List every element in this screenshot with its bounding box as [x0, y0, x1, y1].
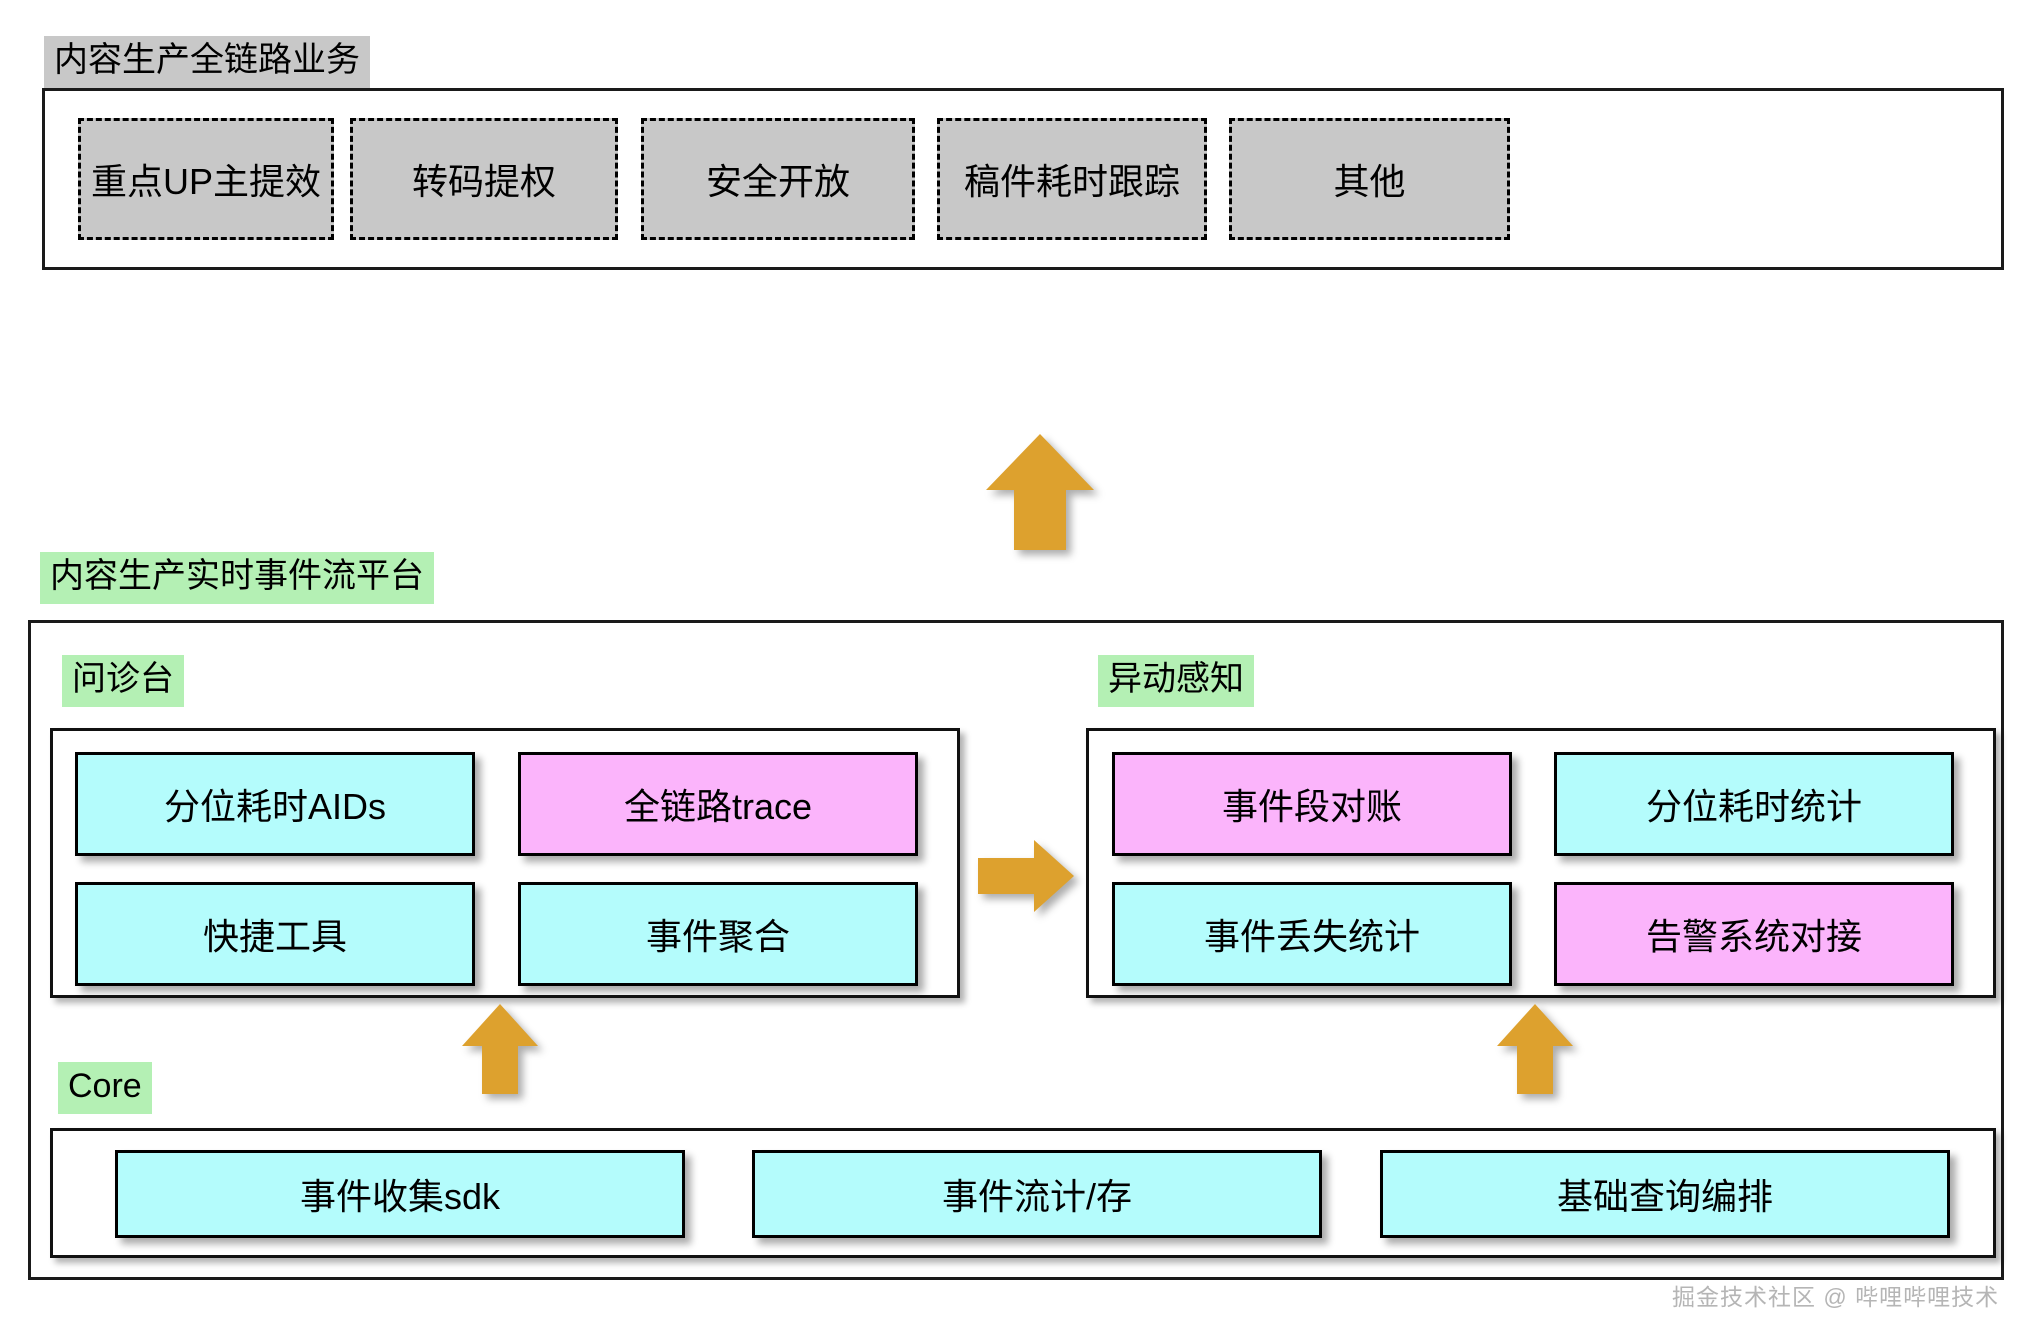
- business-item-manuscript-latency-tracking[interactable]: 稿件耗时跟踪: [937, 118, 1207, 240]
- business-item-security-open[interactable]: 安全开放: [641, 118, 915, 240]
- arrow-consult-to-anomaly-icon: [976, 838, 1076, 914]
- node-full-link-trace[interactable]: 全链路trace: [518, 752, 918, 856]
- group-label-core: Core: [58, 1062, 152, 1115]
- node-event-stream-compute-store[interactable]: 事件流计/存: [752, 1150, 1322, 1238]
- node-event-aggregation[interactable]: 事件聚合: [518, 882, 918, 986]
- node-basic-query-orchestration[interactable]: 基础查询编排: [1380, 1150, 1950, 1238]
- business-item-other[interactable]: 其他: [1229, 118, 1510, 240]
- arrow-platform-to-business-icon: [984, 432, 1096, 552]
- business-item-key-up-efficiency[interactable]: 重点UP主提效: [78, 118, 334, 240]
- node-event-loss-statistics[interactable]: 事件丢失统计: [1112, 882, 1512, 986]
- platform-section-title: 内容生产实时事件流平台: [40, 552, 434, 605]
- node-event-segment-reconciliation[interactable]: 事件段对账: [1112, 752, 1512, 856]
- node-alert-system-integration[interactable]: 告警系统对接: [1554, 882, 1954, 986]
- node-percentile-latency-aids[interactable]: 分位耗时AIDs: [75, 752, 475, 856]
- arrow-core-to-consult-icon: [460, 1002, 540, 1096]
- business-section-title: 内容生产全链路业务: [44, 36, 370, 89]
- node-percentile-latency-statistics[interactable]: 分位耗时统计: [1554, 752, 1954, 856]
- arrow-core-to-anomaly-icon: [1495, 1002, 1575, 1096]
- node-quick-tools[interactable]: 快捷工具: [75, 882, 475, 986]
- group-label-anomaly-detection: 异动感知: [1098, 655, 1254, 708]
- watermark-text: 掘金技术社区 @ 哔哩哔哩技术: [1672, 1284, 2000, 1310]
- node-event-collection-sdk[interactable]: 事件收集sdk: [115, 1150, 685, 1238]
- business-item-transcode-priority[interactable]: 转码提权: [350, 118, 618, 240]
- group-label-consult-desk: 问诊台: [62, 655, 184, 708]
